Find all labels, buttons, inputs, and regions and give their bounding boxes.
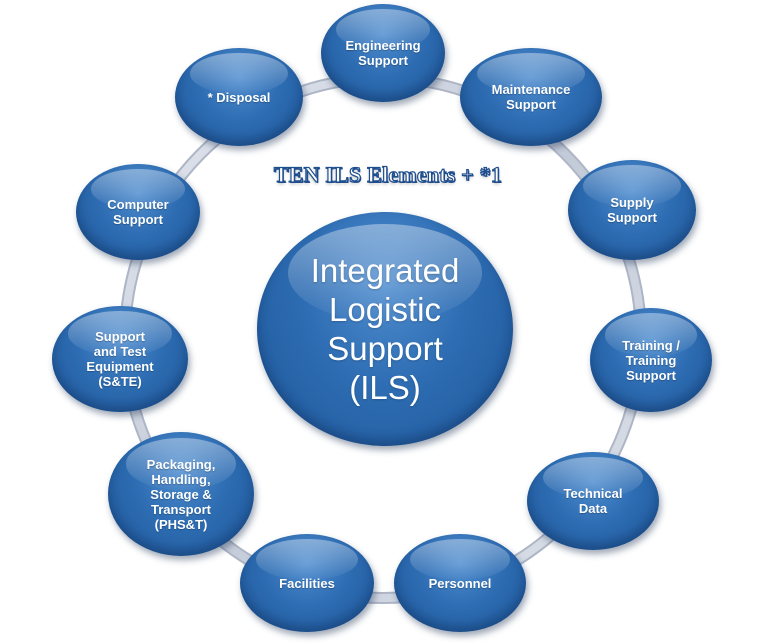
node-label: Personnel bbox=[428, 575, 492, 591]
node-label: Engineering Support bbox=[345, 38, 421, 68]
center-node-label: Integrated Logistic Support (ILS) bbox=[310, 252, 460, 406]
node-label: Packaging, Handling, Storage & Transport… bbox=[146, 456, 216, 532]
node-training-support: Training / Training Support bbox=[590, 308, 712, 412]
node-label: Support and Test Equipment (S&TE) bbox=[86, 329, 154, 389]
diagram-title: TEN ILS Elements + *1 bbox=[273, 161, 503, 187]
node-label: Supply Support bbox=[607, 195, 657, 225]
node-label: Technical Data bbox=[563, 486, 623, 516]
node-technical-data: Technical Data bbox=[527, 452, 659, 550]
node-computer-support: Computer Support bbox=[76, 164, 200, 260]
node-label: Facilities bbox=[279, 575, 335, 591]
node-disposal: * Disposal bbox=[175, 48, 303, 146]
node-label: * Disposal bbox=[207, 89, 271, 105]
node-facilities: Facilities bbox=[240, 534, 374, 632]
node-maintenance-support: Maintenance Support bbox=[460, 48, 602, 146]
center-node-ils: Integrated Logistic Support (ILS) bbox=[257, 212, 513, 446]
node-supply-support: Supply Support bbox=[568, 160, 696, 260]
node-engineering-support: Engineering Support bbox=[321, 4, 445, 102]
node-packaging-handling-storage-transport: Packaging, Handling, Storage & Transport… bbox=[108, 432, 254, 556]
node-personnel: Personnel bbox=[394, 534, 526, 632]
node-label: Maintenance Support bbox=[491, 82, 571, 112]
node-label: Training / Training Support bbox=[622, 337, 680, 383]
node-support-test-equipment: Support and Test Equipment (S&TE) bbox=[52, 306, 188, 412]
node-label: Computer Support bbox=[107, 197, 169, 227]
